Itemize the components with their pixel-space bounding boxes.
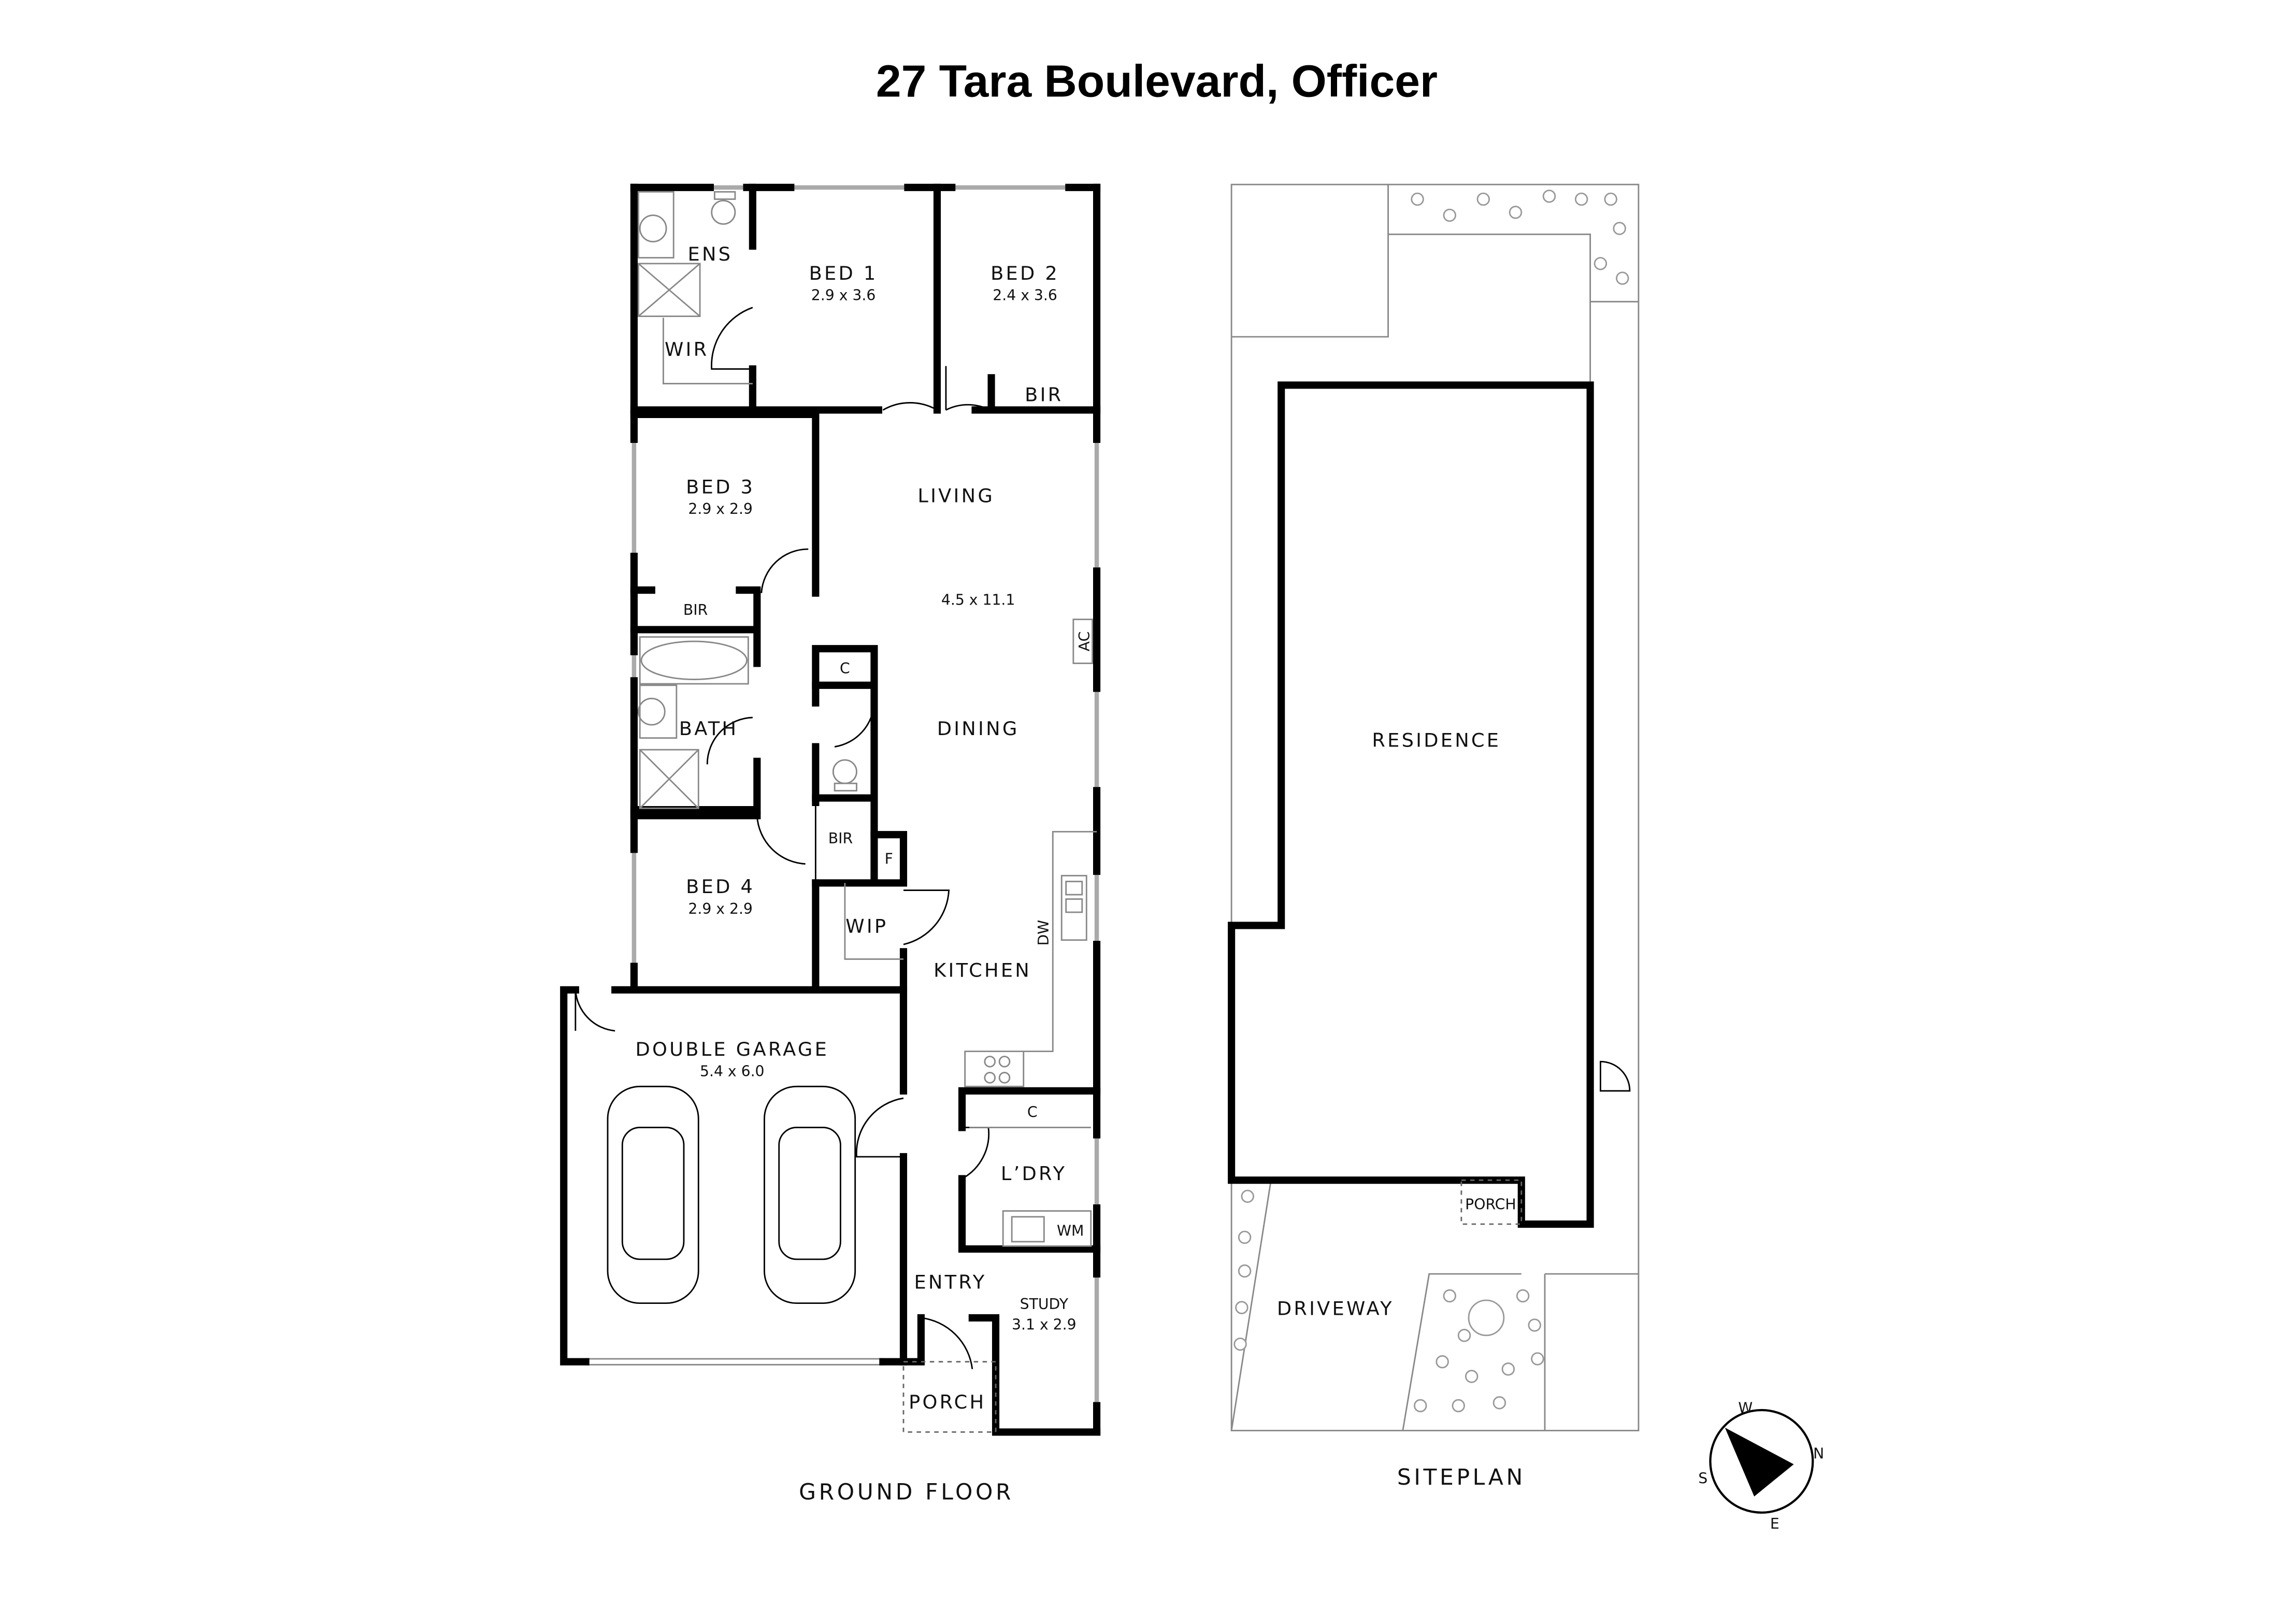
compass-arrow-icon	[1725, 1427, 1794, 1497]
room-label-fridge: F	[885, 851, 893, 868]
room-label-bath: BATH	[679, 717, 739, 740]
room-label-wip: WIP	[845, 915, 888, 938]
room-label-study: STUDY	[1020, 1296, 1069, 1313]
basin-icon	[639, 214, 667, 242]
siteplan-porch-label: PORCH	[1465, 1196, 1516, 1213]
page-title: 27 Tara Boulevard, Officer	[876, 56, 1438, 107]
dw-label: DW	[1035, 920, 1052, 946]
compass-n: N	[1813, 1445, 1824, 1462]
driveway-label: DRIVEWAY	[1277, 1297, 1394, 1319]
shower-icon	[639, 749, 699, 809]
room-dims-bed1: 2.9 x 3.6	[811, 286, 876, 304]
toilet-icon	[711, 191, 736, 225]
room-label-living: LIVING	[917, 485, 995, 507]
compass-e: E	[1770, 1515, 1780, 1532]
cooktop-icon	[984, 1055, 1011, 1084]
shower-icon	[637, 263, 701, 317]
room-dims-bed2: 2.4 x 3.6	[993, 286, 1057, 304]
garage-door	[585, 1358, 884, 1366]
residence-label: RESIDENCE	[1372, 729, 1501, 752]
room-dims-bed4: 2.9 x 2.9	[688, 900, 753, 917]
room-label-wir: WIR	[665, 338, 709, 361]
wm-label: WM	[1057, 1223, 1084, 1240]
door-swings	[575, 307, 991, 1370]
room-label-bed1: BED 1	[809, 262, 878, 284]
room-label-kitchen: KITCHEN	[934, 959, 1031, 981]
fixtures	[607, 191, 1097, 1433]
room-label-bed2: BED 2	[991, 262, 1059, 284]
room-label-ens: ENS	[688, 243, 733, 265]
siteplan: RESIDENCE PORCH DRIVEWAY SITEPLAN	[1228, 183, 1640, 1490]
room-label-hall-bir: BIR	[828, 830, 853, 847]
compass-w: W	[1738, 1400, 1753, 1417]
siteplan-caption: SITEPLAN	[1397, 1464, 1526, 1490]
ground-floor-plan: ENS WIR BED 1 2.9 x 3.6 BED 2 2.4 x 3.6 …	[560, 183, 1101, 1504]
room-label-porch: PORCH	[909, 1391, 986, 1413]
toilet-icon	[832, 759, 857, 792]
room-label-garage: DOUBLE GARAGE	[635, 1038, 829, 1060]
room-dims-living: 4.5 x 11.1	[941, 591, 1015, 608]
car-icon	[607, 1085, 699, 1304]
room-label-entry: ENTRY	[914, 1271, 986, 1293]
room-dims-bed3: 2.9 x 2.9	[688, 500, 753, 518]
compass-s: S	[1698, 1470, 1707, 1487]
compass: W N E S	[1698, 1400, 1824, 1532]
room-dims-garage: 5.4 x 6.0	[700, 1063, 765, 1080]
room-label-dining: DINING	[937, 717, 1020, 740]
room-label-bed3: BED 3	[686, 476, 755, 498]
shrub-icons	[1233, 190, 1629, 1413]
room-labels: ENS WIR BED 1 2.9 x 3.6 BED 2 2.4 x 3.6 …	[635, 243, 1093, 1413]
bath-tub-icon	[639, 636, 749, 685]
room-label-bed3-bir: BIR	[683, 601, 708, 619]
room-label-laundry-c: C	[1027, 1104, 1038, 1121]
ground-floor-caption: GROUND FLOOR	[799, 1479, 1014, 1504]
room-label-bed2-bir: BIR	[1025, 384, 1063, 406]
room-dims-study: 3.1 x 2.9	[1012, 1316, 1077, 1333]
residence-outline	[1228, 381, 1594, 1228]
room-label-bed4: BED 4	[686, 875, 755, 898]
car-icon	[764, 1085, 856, 1304]
sink-icon	[1060, 874, 1087, 941]
ac-label: AC	[1076, 631, 1093, 652]
room-label-cupboard: C	[840, 660, 850, 677]
room-label-laundry: L’DRY	[1001, 1162, 1067, 1185]
